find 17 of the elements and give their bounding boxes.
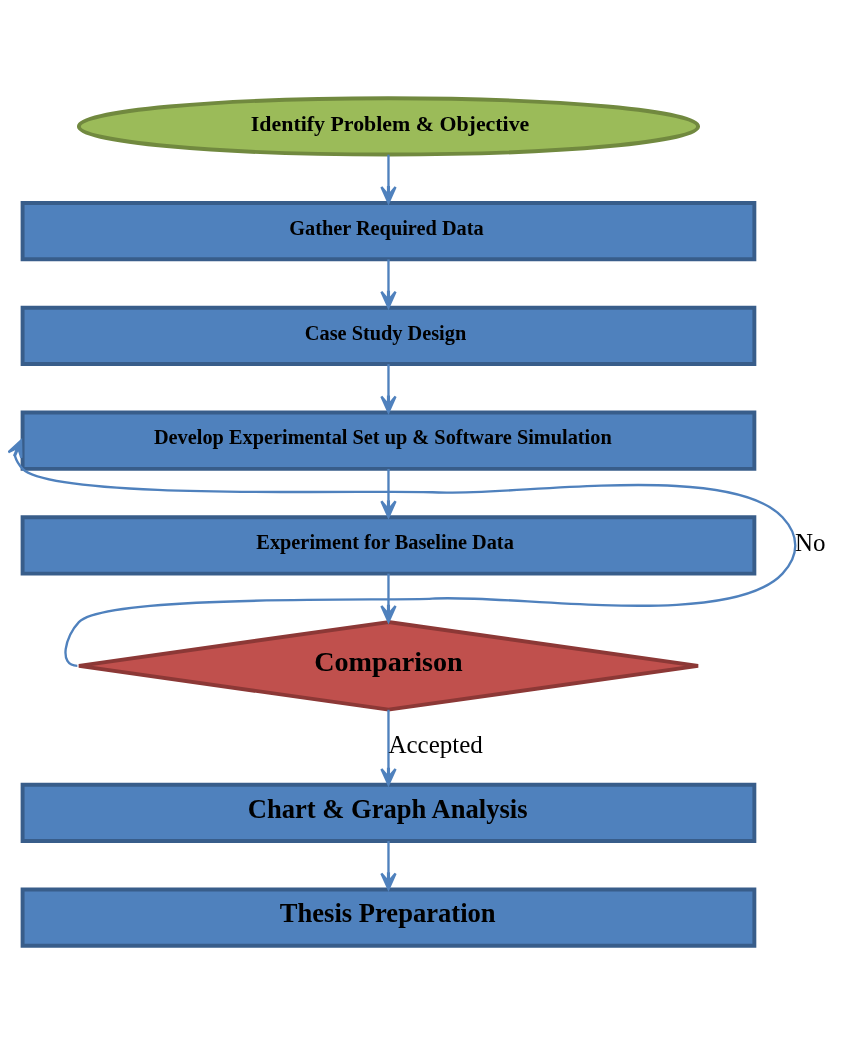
edge-label: No bbox=[795, 528, 826, 556]
node-box: Develop Experimental Set up & Software Simulation bbox=[20, 410, 757, 471]
node-ellipse: Identify Problem & Objective bbox=[76, 95, 701, 156]
arrow bbox=[380, 363, 397, 413]
arrow bbox=[380, 258, 397, 309]
node-box: Experiment for Baseline Data bbox=[20, 514, 757, 576]
node-box: Thesis Preparation bbox=[20, 887, 757, 948]
node-box: Chart & Graph Analysis bbox=[20, 782, 757, 843]
arrow bbox=[380, 468, 397, 518]
node-diamond: Comparison bbox=[76, 619, 701, 712]
arrow bbox=[380, 840, 397, 890]
arrow bbox=[8, 439, 797, 667]
node-box: Gather Required Data bbox=[20, 200, 757, 261]
arrow bbox=[380, 709, 397, 786]
arrow bbox=[380, 154, 397, 204]
arrow bbox=[380, 573, 397, 623]
node-box: Case Study Design bbox=[20, 305, 757, 366]
